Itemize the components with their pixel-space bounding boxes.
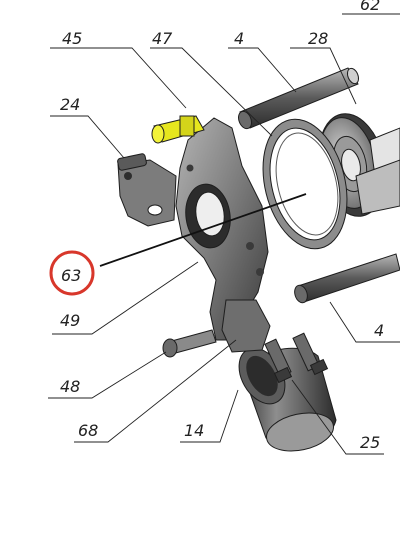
main-arm-bracket: [175, 117, 271, 353]
callout-24: 24: [60, 95, 80, 114]
callout-25: 25: [360, 433, 380, 452]
callout-4-upper: 4: [234, 29, 244, 48]
part-62-shaft: [355, 127, 400, 215]
callout-45: 45: [62, 29, 82, 48]
red-highlight-circle: [49, 250, 95, 296]
callout-63: 63: [61, 266, 81, 285]
part-4-lower-rod: [294, 253, 400, 304]
callout-68: 68: [78, 421, 98, 440]
callout-62: 62: [360, 0, 380, 14]
callout-14: 14: [184, 421, 204, 440]
callout-49: 49: [60, 311, 80, 330]
leader-lines: [48, 13, 400, 455]
callout-28: 28: [308, 29, 328, 48]
part-4-upper-rod: [237, 67, 360, 130]
callout-4-lower: 4: [374, 321, 384, 340]
part-45-yellow-pin: [151, 115, 205, 144]
callout-63-highlight: 63: [49, 250, 95, 296]
callout-47: 47: [152, 29, 173, 48]
part-24-mount-tab: [117, 153, 177, 227]
callout-48: 48: [60, 377, 80, 396]
part-48-bolt: [162, 329, 217, 358]
part-47-ring: [262, 118, 348, 250]
part-25-screws: [264, 332, 329, 384]
part-63-axis-line: [99, 193, 307, 267]
part-14-clamp-tube: [238, 347, 337, 452]
